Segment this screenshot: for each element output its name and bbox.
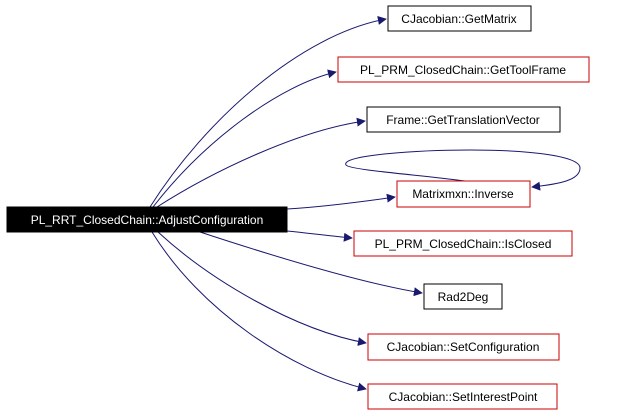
source-node[interactable]: PL_RRT_ClosedChain::AdjustConfiguration xyxy=(6,206,288,233)
source-node-box xyxy=(6,206,288,233)
node-set-interest-point-label: CJacobian::SetInterestPoint xyxy=(389,390,538,404)
node-get-matrix-box xyxy=(387,5,532,32)
source-node-label: PL_RRT_ClosedChain::AdjustConfiguration xyxy=(31,213,264,227)
node-set-configuration[interactable]: CJacobian::SetConfiguration xyxy=(367,333,560,361)
edge-inverse-self xyxy=(345,149,581,191)
node-get-translation-vector[interactable]: Frame::GetTranslationVector xyxy=(366,106,561,133)
edge-set-interest-point xyxy=(151,231,367,392)
node-get-translation-vector-label: Frame::GetTranslationVector xyxy=(386,113,540,127)
node-inverse[interactable]: Matrixmxn::Inverse xyxy=(396,180,531,208)
node-get-tool-frame[interactable]: PL_PRM_ClosedChain::GetToolFrame xyxy=(337,56,590,83)
edge-get-translation-vector xyxy=(156,117,366,208)
node-rad2deg-label: Rad2Deg xyxy=(438,290,489,304)
node-set-interest-point-box xyxy=(367,383,558,410)
call-edges xyxy=(149,16,581,392)
node-is-closed-box xyxy=(353,230,573,257)
edge-is-closed xyxy=(286,230,353,242)
node-get-translation-vector-box xyxy=(366,106,561,133)
node-get-tool-frame-label: PL_PRM_ClosedChain::GetToolFrame xyxy=(360,63,566,77)
node-get-matrix-label: CJacobian::GetMatrix xyxy=(401,12,516,26)
edge-inverse xyxy=(286,193,396,210)
node-is-closed-label: PL_PRM_ClosedChain::IsClosed xyxy=(375,237,552,251)
node-get-matrix[interactable]: CJacobian::GetMatrix xyxy=(387,5,532,32)
node-inverse-label: Matrixmxn::Inverse xyxy=(412,187,514,201)
node-inverse-box xyxy=(396,180,531,208)
node-rad2deg-box xyxy=(423,283,503,310)
edge-rad2deg xyxy=(199,231,423,297)
node-rad2deg[interactable]: Rad2Deg xyxy=(423,283,503,310)
edge-set-configuration xyxy=(157,231,367,346)
node-set-interest-point[interactable]: CJacobian::SetInterestPoint xyxy=(367,383,558,410)
node-set-configuration-box xyxy=(367,333,560,361)
node-set-configuration-label: CJacobian::SetConfiguration xyxy=(387,340,540,354)
edge-get-matrix xyxy=(149,16,387,208)
edge-get-tool-frame xyxy=(152,69,337,208)
node-get-tool-frame-box xyxy=(337,56,590,83)
node-is-closed[interactable]: PL_PRM_ClosedChain::IsClosed xyxy=(353,230,573,257)
